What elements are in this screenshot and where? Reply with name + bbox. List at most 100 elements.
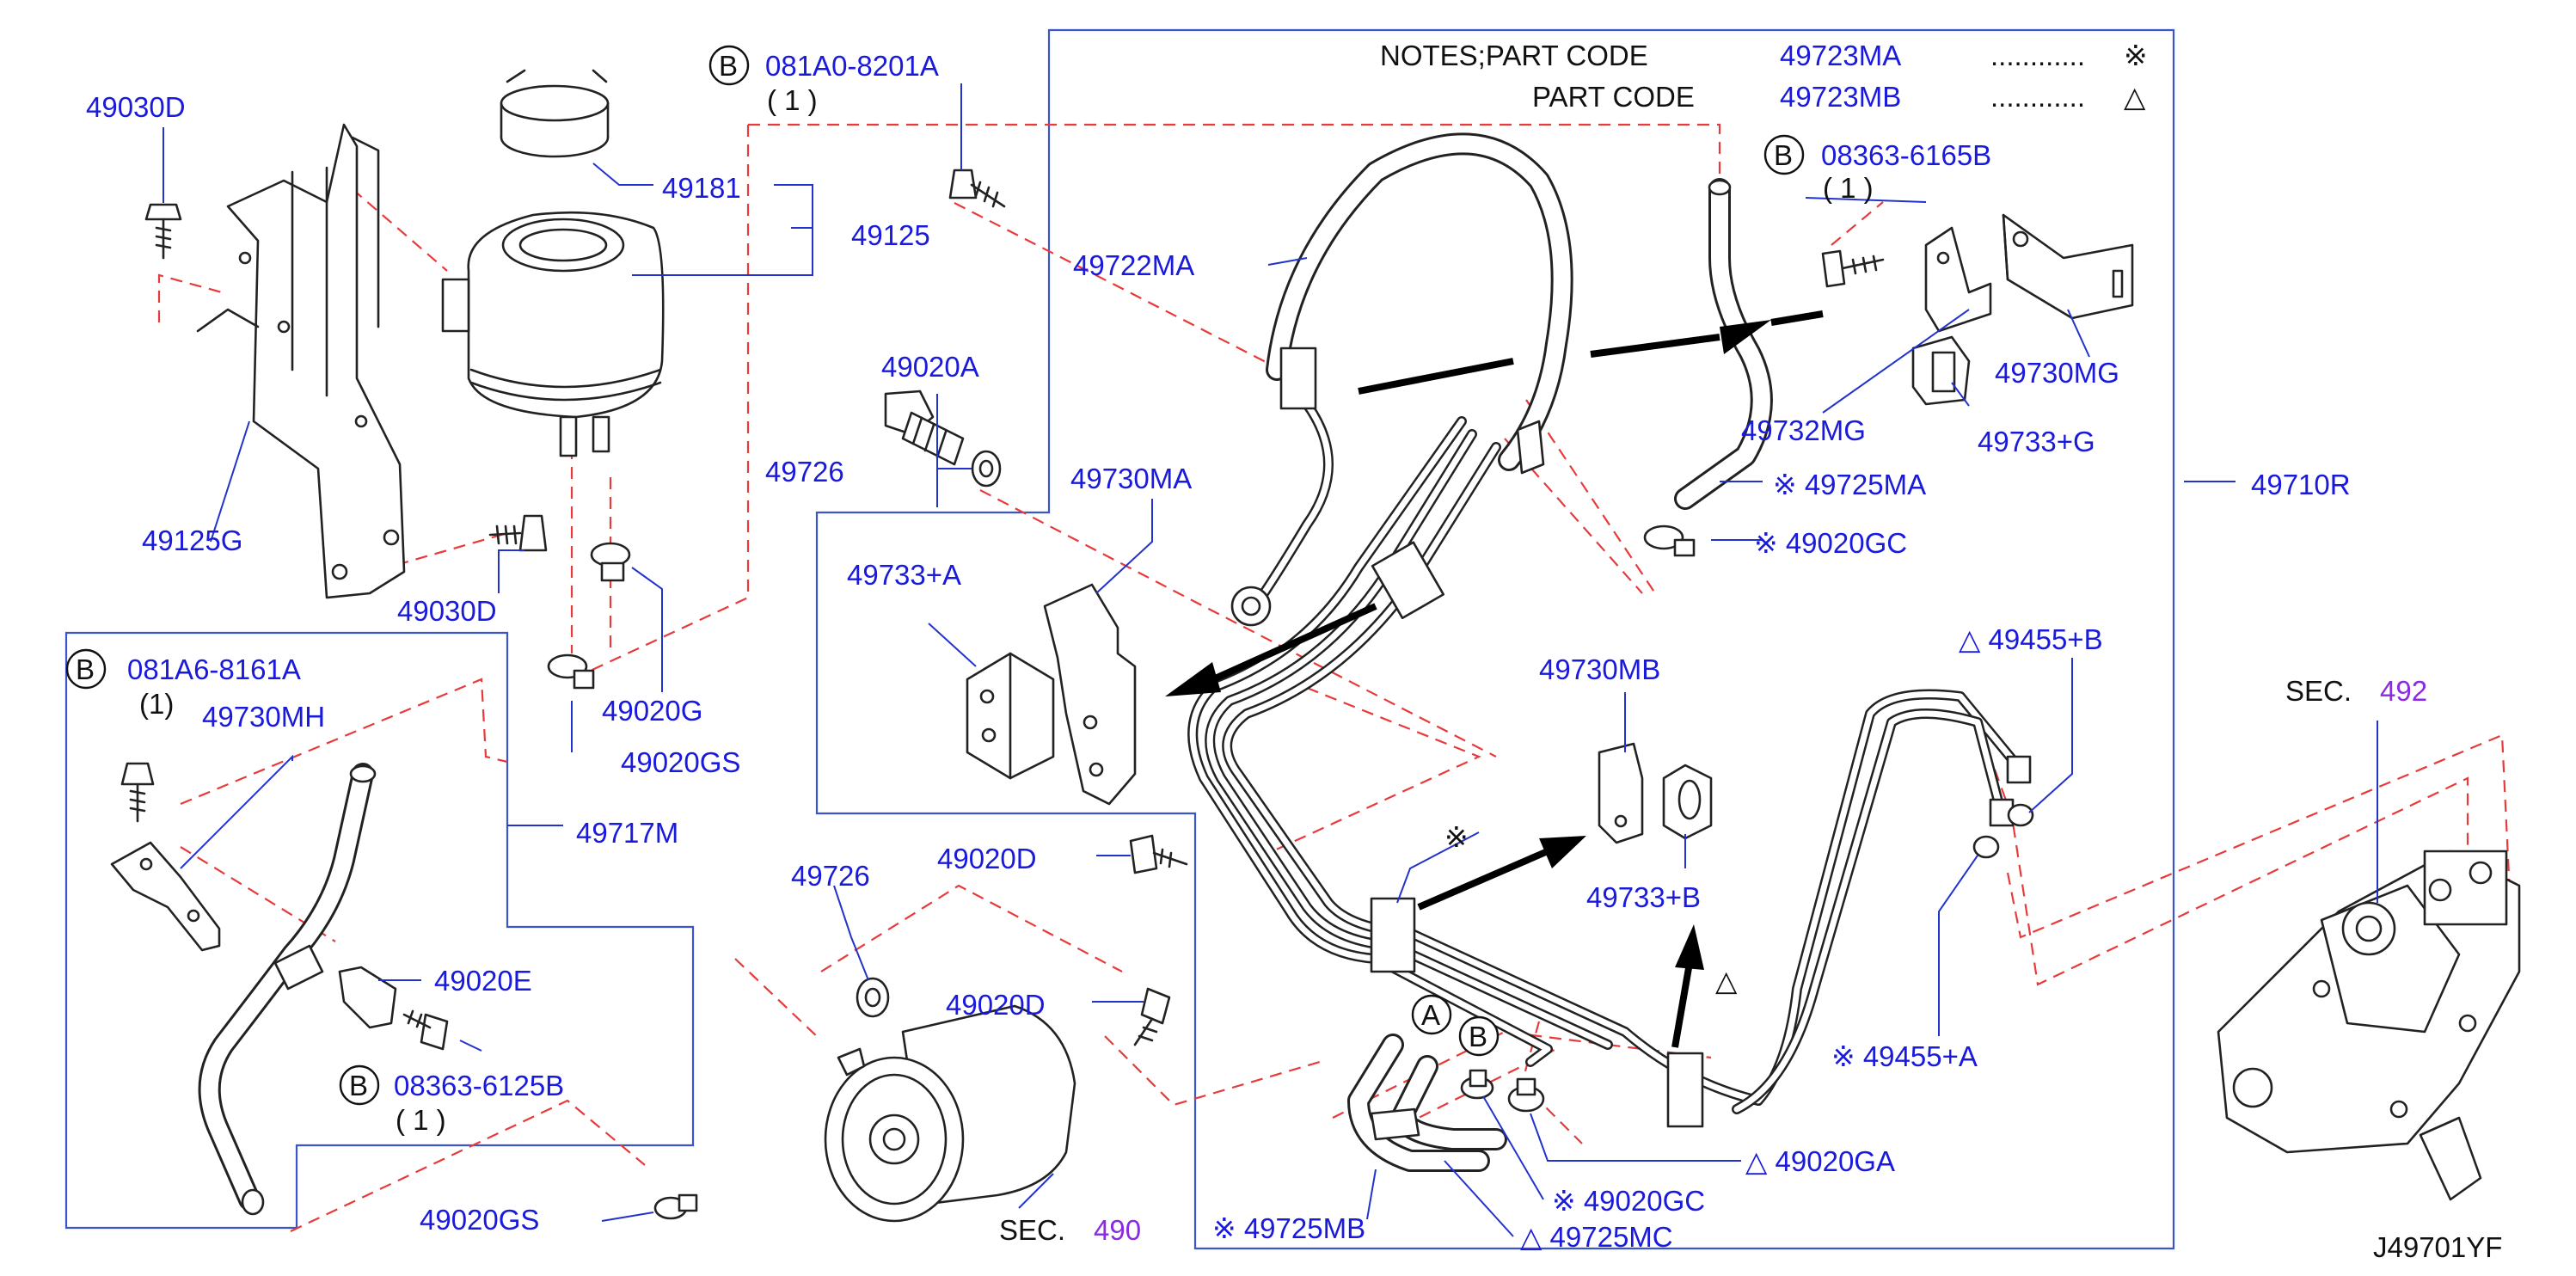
washer-49726-bottom-icon	[856, 977, 890, 1018]
label-49020GS-bottom: 49020GS	[420, 1204, 539, 1236]
bracket-49730MG-icon	[2002, 213, 2134, 320]
label-49733B: 49733+B	[1586, 881, 1701, 913]
clamp-49020GC-bottom-icon	[1460, 1069, 1494, 1100]
label-081A6-qty: (1)	[139, 688, 174, 720]
label-49730MG: 49730MG	[1995, 357, 2119, 389]
label-49733G: 49733+G	[1978, 426, 2095, 457]
label-49725MC: △ 49725MC	[1520, 1221, 1673, 1253]
bushing-49733A-icon	[966, 652, 1055, 780]
diagram-code: J49701YF	[2373, 1231, 2502, 1263]
label-49020GA: △ 49020GA	[1745, 1145, 1895, 1177]
clamp-49020GS-top-icon	[547, 653, 595, 690]
label-49732MG: 49732MG	[1741, 414, 1866, 446]
label-delta-mid: △	[1715, 965, 1738, 997]
bolt-081A6-icon	[120, 762, 155, 823]
return-hose-49717M-icon	[198, 763, 377, 1216]
label-sec-492-prefix: SEC.	[2285, 675, 2352, 707]
notes-heading-2: PART CODE	[1532, 81, 1695, 113]
bolt-081A0-icon	[948, 169, 1006, 208]
svg-text:B: B	[349, 1070, 368, 1101]
power-steering-pump-icon	[824, 1004, 1076, 1223]
svg-text:A: A	[1421, 999, 1440, 1031]
pressure-hose-49722MA-icon	[1230, 132, 1573, 627]
label-49181: 49181	[662, 172, 741, 204]
bolt-marker-081A6: B	[65, 648, 107, 690]
svg-text:B: B	[1774, 139, 1793, 171]
label-sec-490-prefix: SEC.	[999, 1214, 1065, 1246]
label-49730MH: 49730MH	[202, 701, 325, 733]
bracket-49730MA-icon	[1043, 583, 1137, 806]
bolt-49020D-bottom-icon	[1133, 987, 1171, 1046]
o-ring-49455A-icon	[1972, 835, 2000, 859]
label-49455A: ※ 49455+A	[1831, 1040, 1978, 1072]
label-08363-6125B-qty: ( 1 )	[396, 1104, 446, 1136]
bolt-49020D-top-icon	[1129, 834, 1188, 874]
label-08363-6125B: 08363-6125B	[394, 1070, 564, 1101]
notes-heading-1: NOTES;PART CODE	[1380, 40, 1648, 71]
label-49020GS-top: 49020GS	[621, 746, 740, 778]
label-49726-top: 49726	[765, 456, 844, 488]
label-sec-492-number: 492	[2380, 675, 2427, 707]
leader-lines	[163, 83, 2378, 1237]
o-ring-49455B-icon	[2007, 803, 2034, 827]
label-49717M: 49717M	[576, 817, 678, 849]
callout-circle-A: A	[1411, 994, 1452, 1035]
reservoir-bracket-icon	[196, 123, 406, 599]
frame-return-hose-group	[64, 631, 695, 1230]
label-49730MA: 49730MA	[1070, 463, 1192, 494]
reservoir-cap-icon	[500, 69, 610, 158]
clip-49020E-icon	[338, 966, 397, 1029]
label-49020D-top: 49020D	[937, 843, 1037, 874]
label-081A0-8201A: 081A0-8201A	[765, 50, 939, 82]
notes-mark-2: △	[2124, 81, 2146, 113]
label-49722MA: 49722MA	[1073, 249, 1194, 281]
bolt-49030D-bottom-icon	[488, 514, 548, 552]
notes-code-1: 49723MA	[1780, 40, 1901, 71]
bolt-08363-6125B-icon	[402, 1009, 449, 1051]
callout-circle-B: B	[1458, 1015, 1500, 1057]
svg-text:B: B	[719, 50, 738, 82]
notes-dots-1: ............	[1990, 40, 2085, 71]
bolt-08363-6165B-icon	[1821, 249, 1885, 288]
assembly-arrows	[1165, 310, 1824, 1048]
label-49020GC-bottom: ※ 49020GC	[1552, 1185, 1705, 1217]
label-081A6-8161A: 081A6-8161A	[127, 653, 301, 685]
clamp-49020G-icon	[590, 542, 631, 582]
frame-main-hose-group	[815, 28, 2175, 1250]
tube-assembly-49710R-icon	[1187, 416, 2032, 1128]
hose-49725MA-icon	[1674, 178, 1773, 510]
label-081A0-qty: ( 1 )	[767, 84, 818, 116]
label-49125: 49125	[851, 219, 930, 251]
svg-text:B: B	[76, 653, 95, 685]
label-49020GC-top: ※ 49020GC	[1754, 527, 1907, 559]
label-mark-mid: ※	[1444, 821, 1469, 853]
label-49020A: 49020A	[881, 351, 979, 383]
label-49030D-bottom: 49030D	[397, 595, 497, 627]
bracket-49730MH-icon	[110, 841, 221, 952]
bushing-49733B-icon	[1662, 764, 1713, 840]
bolt-marker-081A0: B	[708, 45, 750, 86]
bracket-49730MB-icon	[1598, 742, 1644, 844]
label-49020E: 49020E	[434, 965, 532, 997]
notes-code-2: 49723MB	[1780, 81, 1901, 113]
bolt-marker-08363-6125B: B	[339, 1064, 380, 1106]
label-49710R: 49710R	[2251, 469, 2351, 500]
label-49020D-bottom: 49020D	[946, 989, 1046, 1021]
notes-dots-2: ............	[1990, 81, 2085, 113]
bolt-marker-08363-6165B: B	[1763, 134, 1805, 175]
label-08363-6165B: 08363-6165B	[1821, 139, 1991, 171]
svg-text:B: B	[1469, 1021, 1487, 1052]
banjo-bolt-icon	[884, 390, 965, 466]
label-49020G: 49020G	[602, 695, 702, 727]
label-49455B: △ 49455+B	[1959, 623, 2103, 655]
label-49725MA: ※ 49725MA	[1773, 469, 1926, 500]
label-49726-bottom: 49726	[791, 860, 870, 892]
label-49733A: 49733+A	[847, 559, 961, 591]
reservoir-tank-icon	[441, 211, 665, 457]
clip-49732MG-icon	[1924, 226, 1992, 333]
label-08363-6165B-qty: ( 1 )	[1823, 172, 1874, 204]
notes-block: NOTES;PART CODE 49723MA ............ ※ P…	[1380, 40, 2148, 113]
steering-gear-icon	[2217, 850, 2521, 1201]
label-49030D-top: 49030D	[86, 91, 186, 123]
